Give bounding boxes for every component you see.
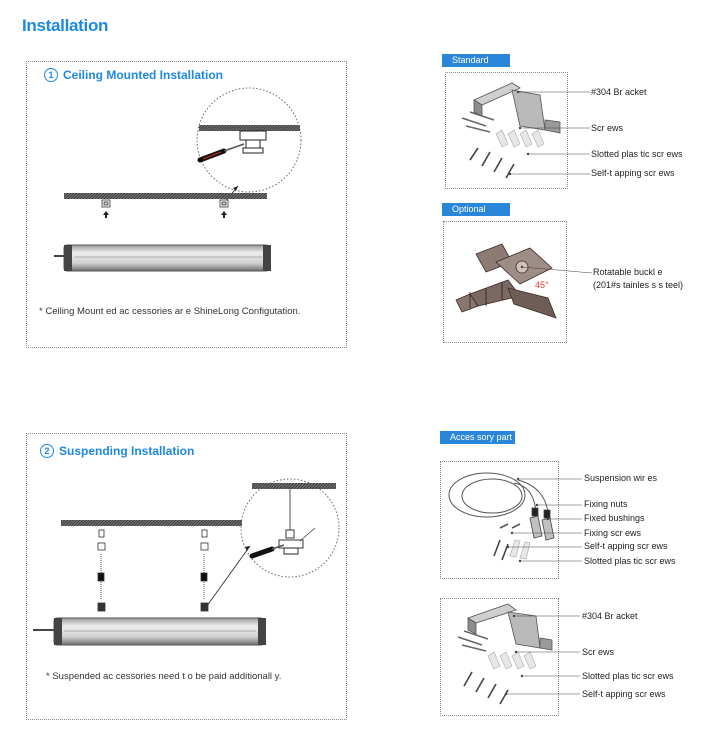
standard-label-bracket: #304 Br acket xyxy=(591,87,647,97)
page-title: Installation xyxy=(22,16,109,35)
optional-tag: Optional xyxy=(442,203,510,216)
up-arrow-right xyxy=(221,211,227,218)
accessory-label-bushings: Fixed bushings xyxy=(584,513,645,523)
tapping-screws-2 xyxy=(463,671,509,705)
standard-label-slotted: Slotted plas tic scr ews xyxy=(591,149,683,159)
hanger-right xyxy=(200,529,209,612)
standard-panel xyxy=(445,72,568,189)
suspended-lamp xyxy=(33,617,266,646)
optional-angle: 45° xyxy=(535,280,549,290)
bracket-set-label-slotted: Slotted plas tic scr ews xyxy=(582,671,674,681)
accessory-plastic-anchors xyxy=(509,539,531,560)
bracket-set-label-tapping: Self-t apping scr ews xyxy=(582,689,666,699)
fixing-nut-zoom xyxy=(278,529,304,555)
screws-group xyxy=(461,111,495,133)
ceiling-slab-2 xyxy=(61,520,242,526)
bracket-set-label-screws: Scr ews xyxy=(582,647,615,657)
bracket-304-2 xyxy=(467,603,553,651)
accessory-label-wires: Suspension wir es xyxy=(584,473,658,483)
tapping-screws xyxy=(469,147,515,179)
zoom-circle-suspension xyxy=(240,478,340,578)
ceiling-slab xyxy=(64,193,267,199)
linear-lamp xyxy=(54,244,271,272)
step-number-1: 1 xyxy=(44,68,58,82)
ceiling-installation-panel xyxy=(26,61,347,348)
plastic-anchors-2 xyxy=(487,651,537,670)
mount-clip-zoom xyxy=(239,130,267,154)
bracket-set-label-bracket: #304 Br acket xyxy=(582,611,638,621)
bracket-set-panel xyxy=(440,598,559,716)
accessory-label-slotted: Slotted plas tic scr ews xyxy=(584,556,676,566)
optional-label-line2: (201#s tainles s s teel) xyxy=(593,280,684,290)
fixing-screws xyxy=(499,523,521,529)
screws-group-2 xyxy=(457,630,489,652)
optional-panel xyxy=(443,221,567,343)
optional-label-line1: Rotatable buckl e xyxy=(593,267,663,277)
screwdriver-icon-2 xyxy=(249,544,285,559)
fixing-nuts xyxy=(529,507,555,541)
ceiling-slab-zoom xyxy=(199,125,300,131)
standard-label-tapping: Self-t apping scr ews xyxy=(591,168,675,178)
screwdriver-icon xyxy=(197,143,245,163)
rotatable-buckle xyxy=(455,243,557,319)
plastic-anchors xyxy=(495,129,545,148)
standard-tag: Standard xyxy=(442,54,510,67)
suspension-wires xyxy=(448,472,549,518)
up-arrow-left xyxy=(103,211,109,218)
step-number-2: 2 xyxy=(40,444,54,458)
standard-label-screws: Scr ews xyxy=(591,123,624,133)
ceiling-title-text: Ceiling Mounted Installation xyxy=(63,68,223,82)
suspending-note: * Suspended ac cessories need t o be pai… xyxy=(46,671,282,682)
hanger-left xyxy=(97,529,106,612)
zoom-circle xyxy=(196,87,302,193)
suspending-installation-panel xyxy=(26,433,347,720)
ceiling-slab-zoom-suspension xyxy=(252,483,336,489)
accessory-tag: Acces sory part xyxy=(440,431,515,444)
suspending-title-text: Suspending Installation xyxy=(59,444,195,458)
bracket-304 xyxy=(473,82,561,134)
accessory-panel xyxy=(440,461,559,579)
accessory-label-nuts: Fixing nuts xyxy=(584,499,628,509)
zoom-pointer-line-2 xyxy=(203,545,251,611)
ceiling-section-title: 1 Ceiling Mounted Installation xyxy=(44,68,223,82)
suspending-section-title: 2 Suspending Installation xyxy=(40,444,194,458)
accessory-label-fixing-screws: Fixing scr ews xyxy=(584,528,642,538)
mount-clip-right xyxy=(219,199,229,208)
mount-clip-left xyxy=(101,199,111,208)
ceiling-note: * Ceiling Mount ed ac cessories ar e Shi… xyxy=(39,306,301,317)
accessory-label-tapping: Self-t apping scr ews xyxy=(584,541,668,551)
